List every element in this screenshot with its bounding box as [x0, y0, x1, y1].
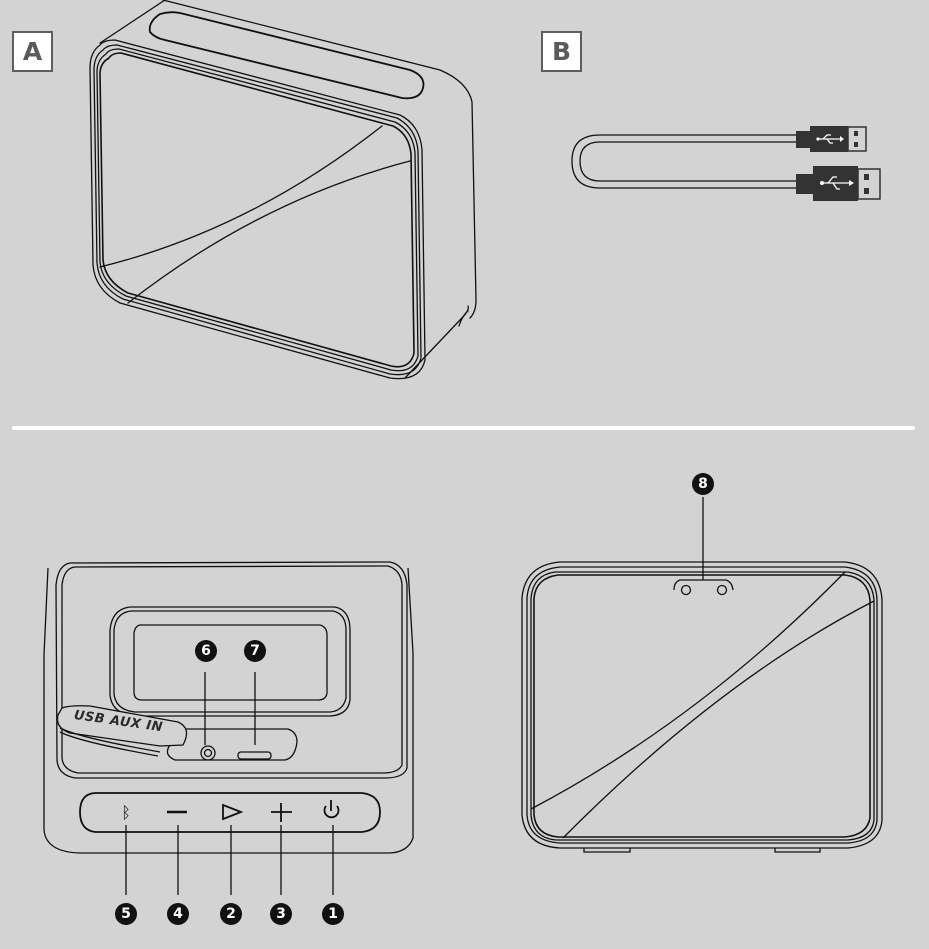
speaker-perspective — [89, 0, 477, 380]
callout-3: 3 — [270, 903, 292, 925]
speaker-front-view — [521, 497, 883, 853]
callout-5: 5 — [115, 903, 137, 925]
figure-label-b: B — [541, 31, 582, 72]
callout-7: 7 — [244, 640, 266, 662]
callout-2: 2 — [220, 903, 242, 925]
callout-8: 8 — [692, 473, 714, 495]
section-divider — [12, 426, 915, 430]
usb-cable — [571, 134, 798, 189]
port-cover-flap — [56, 705, 188, 757]
speaker-top-view — [43, 561, 414, 895]
figure-label-a: A — [12, 31, 53, 72]
callout-1: 1 — [322, 903, 344, 925]
callout-4: 4 — [167, 903, 189, 925]
callout-6: 6 — [195, 640, 217, 662]
usb-symbol-icon — [818, 134, 849, 190]
bluetooth-icon: ᛒ — [121, 803, 131, 822]
